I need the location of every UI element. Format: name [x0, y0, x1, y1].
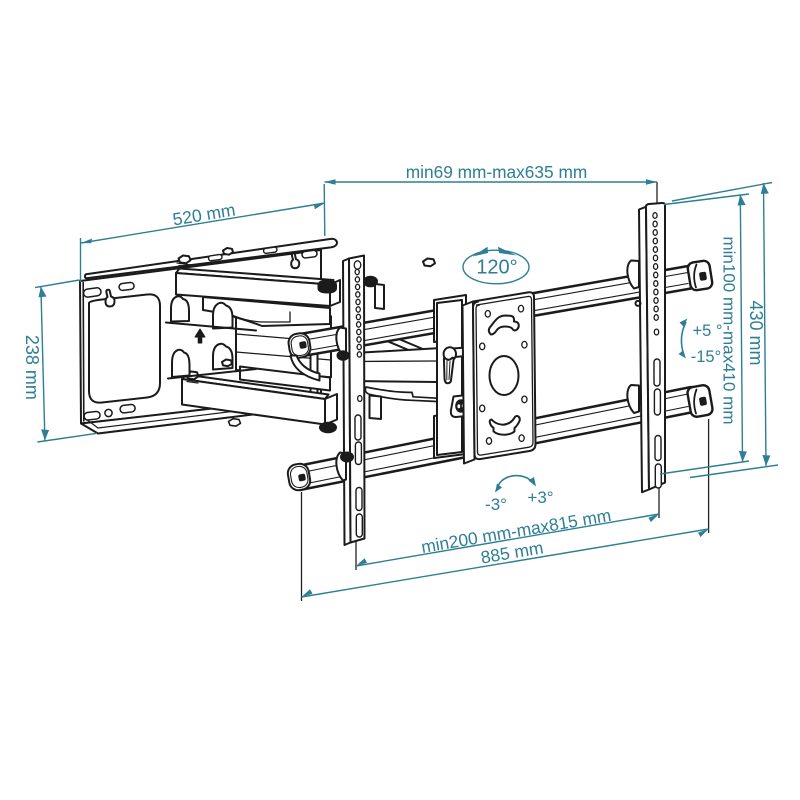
svg-text:120°: 120°	[476, 257, 517, 279]
svg-text:-3°: -3°	[485, 495, 507, 514]
svg-text:min69 mm-max635 mm: min69 mm-max635 mm	[406, 162, 588, 182]
svg-text:min100 mm-max410 mm: min100 mm-max410 mm	[720, 237, 739, 425]
svg-text:+3°: +3°	[527, 488, 553, 507]
svg-text:-15°: -15°	[691, 348, 721, 366]
svg-text:+5 °: +5 °	[693, 322, 723, 340]
svg-text:430 mm: 430 mm	[746, 300, 766, 365]
svg-text:520 mm: 520 mm	[171, 200, 237, 230]
svg-text:238 mm: 238 mm	[22, 335, 42, 400]
